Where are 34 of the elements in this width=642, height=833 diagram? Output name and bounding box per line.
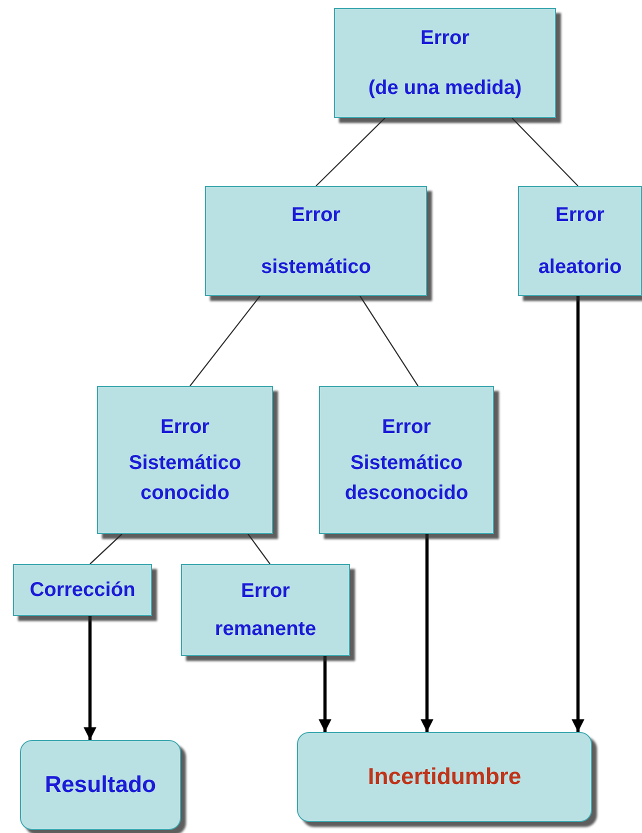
process-box xyxy=(97,386,273,534)
connector-line xyxy=(90,534,122,564)
arrow xyxy=(318,656,332,732)
arrow xyxy=(84,616,96,740)
process-box xyxy=(518,186,642,296)
connector-line xyxy=(360,296,418,386)
node-label: Resultado xyxy=(44,770,156,800)
rounded-box xyxy=(297,732,592,822)
node-label: Sistemático desconocido xyxy=(344,451,470,506)
process-box xyxy=(334,8,556,118)
node-label: Incertidumbre xyxy=(368,762,522,792)
node-label: remanente xyxy=(214,617,316,642)
node-label: aleatorio xyxy=(538,255,622,280)
connector-line xyxy=(190,296,260,386)
connector-line xyxy=(512,118,578,186)
process-box xyxy=(205,186,427,296)
rounded-box xyxy=(20,740,181,830)
node-label: sistemático xyxy=(260,255,372,280)
process-box xyxy=(13,564,152,616)
node-label: Error xyxy=(382,415,431,440)
node-label: Corrección xyxy=(30,578,136,603)
node-label: Error xyxy=(292,203,340,228)
arrow xyxy=(572,296,584,732)
node-label: Error xyxy=(241,579,290,604)
node-label: (de una medida) xyxy=(368,76,522,101)
node-label: Error xyxy=(160,415,210,440)
node-label: Sistemático conocido xyxy=(128,451,242,506)
node-label: Error xyxy=(420,26,470,51)
node-label: Error xyxy=(556,203,604,228)
process-box xyxy=(319,386,494,534)
process-box xyxy=(181,564,350,656)
connector-line xyxy=(316,118,386,186)
connector-line xyxy=(248,534,270,564)
arrow xyxy=(420,534,434,732)
